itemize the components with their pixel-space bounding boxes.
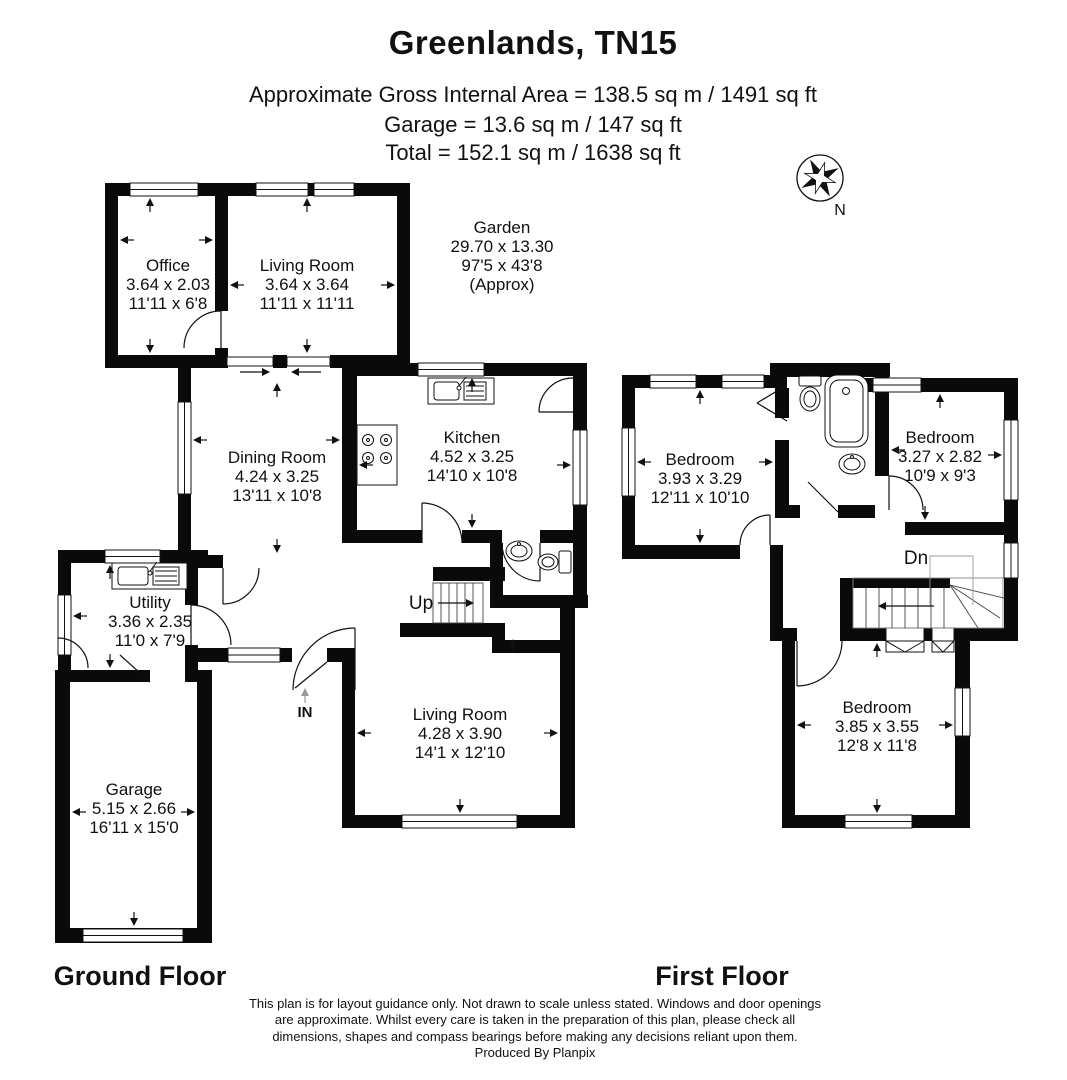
compass-icon <box>796 154 844 202</box>
window <box>227 647 281 663</box>
stove-icon <box>356 424 398 486</box>
window <box>872 377 922 393</box>
room-dim-imperial: 16'11 x 15'0 <box>89 818 179 837</box>
room-dim-metric: 3.36 x 2.35 <box>107 612 193 631</box>
page-title: Greenlands, TN15 <box>388 24 678 61</box>
first-floor-title: First Floor <box>655 961 789 991</box>
room-dim-metric: 4.52 x 3.25 <box>429 447 515 466</box>
window <box>1003 419 1019 501</box>
room-name: Bedroom <box>665 450 735 469</box>
window <box>572 429 588 506</box>
room-name: Bedroom <box>905 428 975 447</box>
window <box>649 374 697 389</box>
disclaimer-line: are approximate. Whilst every care is ta… <box>274 1012 796 1028</box>
room-name: Kitchen <box>443 428 501 447</box>
compass-north-label: N <box>834 202 846 219</box>
room-label-bedroom-2: Bedroom 3.27 x 2.82 10'9 x 9'3 <box>898 428 982 485</box>
window <box>57 594 72 656</box>
window <box>401 814 518 829</box>
window <box>255 182 309 197</box>
room-dim-metric: 4.28 x 3.90 <box>417 724 503 743</box>
disclaimer: This plan is for layout guidance only. N… <box>249 996 821 1061</box>
wc-basin-icon <box>505 540 533 562</box>
window <box>1003 542 1019 579</box>
window <box>129 182 199 197</box>
room-dim-imperial: 14'10 x 10'8 <box>426 466 518 485</box>
room-dim-imperial: 11'11 x 6'8 <box>128 294 208 313</box>
room-dim-imperial: 11'0 x 7'9 <box>114 631 186 650</box>
room-dim-metric: 3.27 x 2.82 <box>897 447 983 466</box>
room-dim-metric: 5.15 x 2.66 <box>91 799 177 818</box>
window <box>177 401 192 495</box>
disclaimer-line: This plan is for layout guidance only. N… <box>248 996 822 1011</box>
door-arcs <box>57 310 924 691</box>
room-dim-imperial: 10'9 x 9'3 <box>904 466 976 485</box>
garage-door <box>82 928 184 943</box>
slider-window <box>286 356 331 367</box>
room-dim-imperial: 97'5 x 43'8 <box>461 256 543 275</box>
room-dim-imperial: 12'8 x 11'8 <box>837 736 917 755</box>
toilet-icon <box>798 375 822 412</box>
room-dim-metric: 3.93 x 3.29 <box>657 469 743 488</box>
room-label-living-room-bottom: Living Room 4.28 x 3.90 14'1 x 12'10 <box>413 705 508 762</box>
room-name: Utility <box>129 593 171 612</box>
ground-floor-title: Ground Floor <box>53 961 227 991</box>
room-name: Dining Room <box>227 448 327 467</box>
area-summary-total-internal: Approximate Gross Internal Area = 138.5 … <box>248 82 818 107</box>
entrance-door-leaf <box>294 661 328 689</box>
slider-window <box>226 356 274 367</box>
window <box>417 362 485 377</box>
window <box>104 549 161 564</box>
garden-label: Garden 29.70 x 13.30 97'5 x 43'8 (Approx… <box>450 218 553 294</box>
room-dim-imperial: 11'11 x 11'11 <box>259 294 355 313</box>
room-label-bedroom-1: Bedroom 3.93 x 3.29 12'11 x 10'10 <box>651 450 750 507</box>
room-dim-note: (Approx) <box>469 275 535 294</box>
room-label-utility: Utility 3.36 x 2.35 11'0 x 7'9 <box>108 593 192 650</box>
room-label-garage: Garage 5.15 x 2.66 16'11 x 15'0 <box>89 780 178 837</box>
room-dim-metric: 4.24 x 3.25 <box>234 467 320 486</box>
room-dim-imperial: 12'11 x 10'10 <box>650 488 750 507</box>
bathtub-icon <box>824 374 869 448</box>
fixtures <box>111 374 869 590</box>
window <box>844 814 913 829</box>
room-name: Garage <box>105 780 163 799</box>
window <box>313 182 355 197</box>
dormer-window <box>885 627 925 653</box>
credit-line: Produced By Planpix <box>474 1044 596 1060</box>
window <box>721 374 765 389</box>
utility-sink-icon <box>111 561 188 590</box>
stairs-down-label: Dn <box>903 548 929 569</box>
room-dim-imperial: 13'11 x 10'8 <box>232 486 322 505</box>
room-dim-metric: 29.70 x 13.30 <box>450 237 554 256</box>
room-label-dining-room: Dining Room 4.24 x 3.25 13'11 x 10'8 <box>228 448 326 505</box>
room-name: Garden <box>473 218 531 237</box>
room-dim-metric: 3.85 x 3.55 <box>834 717 920 736</box>
room-label-bedroom-3: Bedroom 3.85 x 3.55 12'8 x 11'8 <box>835 698 919 755</box>
room-dim-metric: 3.64 x 2.03 <box>125 275 211 294</box>
stairs-down-icon <box>852 555 1005 629</box>
room-name: Bedroom <box>842 698 912 717</box>
area-summary-total: Total = 152.1 sq m / 1638 sq ft <box>385 140 681 165</box>
disclaimer-line: dimensions, shapes and compass bearings … <box>272 1028 798 1044</box>
bathroom-basin-icon <box>838 453 866 475</box>
entrance-label: IN <box>297 704 313 721</box>
dormer-window <box>931 627 955 653</box>
area-summary-garage: Garage = 13.6 sq m / 147 sq ft <box>384 112 682 137</box>
room-name: Living Room <box>412 705 508 724</box>
room-label-kitchen: Kitchen 4.52 x 3.25 14'10 x 10'8 <box>427 428 518 485</box>
room-name: Office <box>145 256 191 275</box>
room-label-living-room-top: Living Room 3.64 x 3.64 11'11 x 11'11 <box>259 256 354 313</box>
dimension-arrows <box>72 198 1002 926</box>
room-label-office: Office 3.64 x 2.03 11'11 x 6'8 <box>126 256 210 313</box>
room-dim-imperial: 14'1 x 12'10 <box>414 743 506 762</box>
window <box>954 687 971 737</box>
stairs-up-label: Up <box>408 593 434 614</box>
room-dim-metric: 3.64 x 3.64 <box>264 275 350 294</box>
window <box>621 427 636 497</box>
room-name: Living Room <box>259 256 355 275</box>
wc-toilet-icon <box>537 550 572 574</box>
kitchen-sink-icon <box>427 376 495 405</box>
